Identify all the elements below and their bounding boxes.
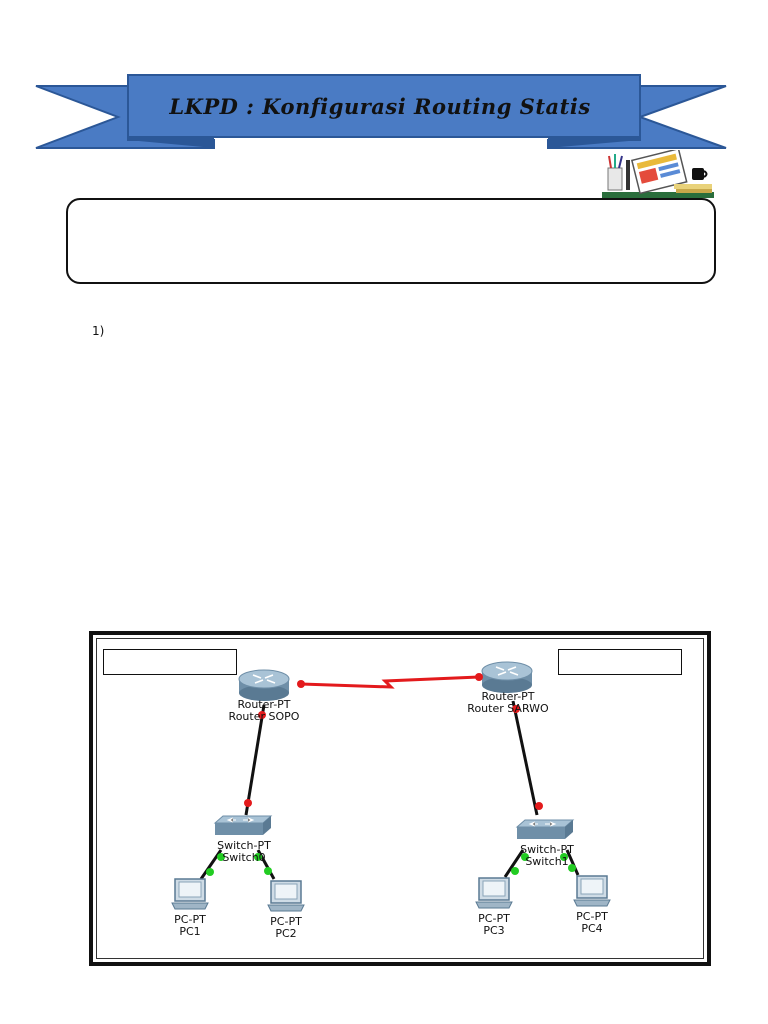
link-light-green xyxy=(264,867,272,875)
link-light-red xyxy=(475,673,483,681)
link-light-green xyxy=(511,867,519,875)
router-icon xyxy=(238,669,290,701)
topology-diagram xyxy=(171,661,611,912)
page-title: LKPD : Konfigurasi Routing Statis xyxy=(169,94,591,119)
link-router0-switch0 xyxy=(244,704,266,816)
desk-illustration-icon xyxy=(602,150,714,198)
serial-link xyxy=(300,675,480,689)
switch-icon xyxy=(213,815,273,835)
link-light-red xyxy=(535,802,543,810)
network-label-box-left xyxy=(103,649,237,675)
router-icon xyxy=(481,661,533,693)
pc-icon xyxy=(267,880,305,912)
link-switch1-pc4 xyxy=(565,849,580,876)
link-light-green xyxy=(560,853,568,861)
title-ribbon xyxy=(35,74,727,149)
link-switch1-pc3 xyxy=(503,849,525,878)
link-light-green xyxy=(568,864,576,872)
link-light-green xyxy=(521,853,529,861)
link-light-green xyxy=(254,853,262,861)
switch-icon xyxy=(515,819,575,839)
link-router1-switch1 xyxy=(511,700,539,816)
pc-icon xyxy=(171,878,209,910)
pc-icon xyxy=(475,877,513,909)
link-light-red xyxy=(297,680,305,688)
link-light-red xyxy=(244,799,252,807)
link-light-red xyxy=(258,711,266,719)
question-number: 1) xyxy=(92,324,105,338)
network-label-box-right xyxy=(558,649,682,675)
instruction-box xyxy=(66,198,716,284)
link-light-green xyxy=(217,853,225,861)
link-light-red xyxy=(512,705,520,713)
pc-icon xyxy=(573,875,611,907)
link-light-green xyxy=(206,868,214,876)
